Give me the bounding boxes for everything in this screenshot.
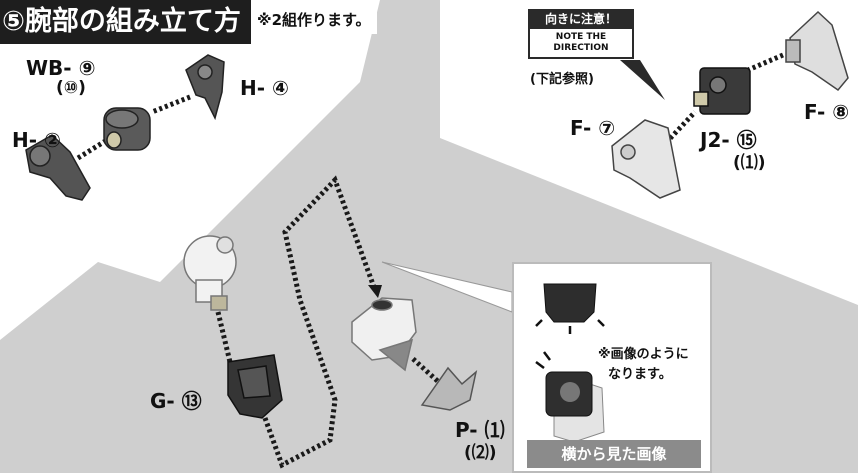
part-body [351,297,417,372]
label-h2: H- ② [12,128,61,152]
side-view-illustration [535,283,605,443]
label-f8: F- ⑧ [804,100,850,124]
part-h4 [185,54,225,121]
part-j2 [693,67,751,115]
part-f7 [611,119,681,199]
label-f7: F- ⑦ [570,116,616,140]
path-h4-to-wb [151,94,191,115]
part-shoulder-joint [183,235,237,311]
label-j2-15: J2- ⑮ [700,128,757,152]
label-wb10: (⑩) [56,78,86,98]
path-p-to-body [410,356,444,387]
side-view-note: ※画像のように なります。 [598,345,689,385]
motion-marks-bottom [535,351,551,369]
label-h4: H- ④ [240,76,289,100]
direction-note-english: NOTE THE DIRECTION [528,29,634,59]
part-g13 [227,354,283,419]
motion-marks-top [535,319,605,334]
side-view-caption: 横から見た画像 [527,440,701,468]
note-pointer [620,60,665,100]
label-p22: (⑵) [464,443,497,463]
page-title: ⑤腕部の組み立て方 [0,0,251,44]
label-j2-21: (⑴) [733,153,766,173]
side-view-note-line1: ※画像のように [598,347,689,362]
label-g13: G- ⑬ [150,389,202,413]
side-view-part-top [543,283,597,323]
path-f8-to-j2 [747,52,784,73]
direction-note: 向きに注意！ NOTE THE DIRECTION [528,9,634,59]
direction-note-reference: (下記参照) [530,72,594,87]
path-long-route [262,175,378,469]
side-view-panel [512,262,712,473]
path-h2-to-wb [76,137,109,161]
part-h2 [25,134,91,201]
path-g-joint [215,311,233,363]
side-view-note-line2: なります。 [608,367,672,382]
part-f8 [785,10,849,92]
label-wb9: WB- ⑨ [26,56,96,80]
direction-note-heading: 向きに注意！ [528,9,634,29]
part-wb [103,107,151,151]
label-p21: P- ⑴ [455,418,505,442]
part-p [420,366,478,411]
page-subtitle: ※2組作ります。 [251,6,377,34]
